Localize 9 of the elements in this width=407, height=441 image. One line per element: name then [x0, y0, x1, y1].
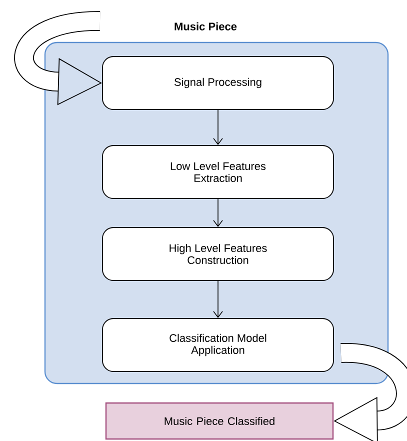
arrow	[213, 198, 223, 228]
process-box: High Level Features Construction	[102, 227, 334, 281]
result-box: Music Piece Classified	[105, 402, 334, 440]
arrow	[213, 110, 223, 146]
heading: Music Piece	[174, 22, 237, 30]
process-box: Low Level Features Extraction	[102, 145, 334, 199]
process-box: Classification Model Application	[102, 318, 334, 372]
process-box: Signal Processing	[102, 56, 334, 110]
arrow	[213, 280, 223, 318]
